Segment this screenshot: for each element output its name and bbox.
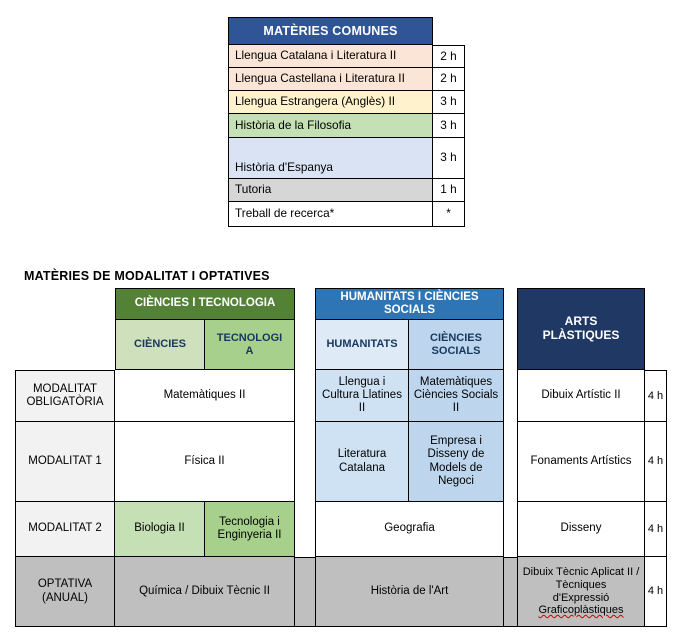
hours-cell: *	[433, 202, 465, 227]
subject-cell: Matemàtiques Ciències Socials II	[409, 370, 504, 422]
subject-cell: Llengua Estrangera (Anglès) II	[228, 91, 433, 114]
table-gap	[295, 557, 315, 627]
row-label-text: MODALITAT 2	[28, 522, 102, 535]
modalitat-table: CIÈNCIES I TECNOLOGIA HUMANITATS I CIÈNC…	[15, 288, 667, 627]
table-gap	[295, 422, 315, 502]
hours-cell: 1 h	[433, 179, 465, 202]
subject-multiline: Dibuix Tècnic Aplicat II / Tècniques d'E…	[523, 566, 640, 617]
row-label-modalitat-2: MODALITAT 2	[15, 502, 115, 557]
misspelled-word: Graficoplàstiques	[538, 604, 624, 617]
row-label-optativa-anual: OPTATIVA (ANUAL)	[15, 557, 115, 627]
subject-cell: Disseny	[517, 502, 645, 557]
section-title: MATÈRIES DE MODALITAT I OPTATIVES	[24, 269, 270, 283]
row-label-text: MODALITAT 1	[28, 454, 102, 467]
subheader-ciencies: CIÈNCIES	[115, 320, 205, 370]
subject-cell: Dibuix Tècnic Aplicat II / Tècniques d'E…	[517, 557, 645, 627]
subject-cell: Biologia II	[115, 502, 205, 557]
hours-cell: 4 h	[645, 502, 667, 557]
hours-cell: 3 h	[433, 114, 465, 138]
subject-cell: Física II	[115, 422, 295, 502]
header-humanitats-socials: HUMANITATS I CIÈNCIES SOCIALS	[315, 288, 504, 320]
subheader-ciencies-socials: CIÈNCIES SOCIALS	[409, 320, 504, 370]
subheader-tecnologia-label: TECNOLOGIA	[216, 331, 283, 357]
hours-cell: 3 h	[433, 138, 465, 179]
subject-cell: Història de la Filosofia	[228, 114, 433, 138]
comunes-table: MATÈRIES COMUNES Llengua Catalana i Lite…	[228, 17, 465, 227]
table-gap	[295, 502, 315, 557]
hours-cell: 4 h	[645, 422, 667, 502]
subheader-ciencies-socials-label: CIÈNCIES SOCIALS	[430, 331, 482, 357]
subject-line: Dibuix Tècnic Aplicat II /	[522, 566, 640, 579]
subject-line: d'Expressió	[552, 591, 610, 604]
subject-line: Graficoplàstiques	[523, 604, 640, 617]
subject-cell: Tecnologia i Enginyeria II	[205, 502, 295, 557]
hours-cell: 2 h	[433, 45, 465, 68]
subject-cell: Tutoria	[228, 179, 433, 202]
subject-cell: Dibuix Artístic II	[517, 370, 645, 422]
subject-cell: Matemàtiques II	[115, 370, 295, 422]
table-gap	[504, 557, 517, 627]
row-label-modalitat-obligatoria: MODALITAT OBLIGATÒRIA	[15, 370, 115, 422]
header-arts-plastiques: ARTS PLÀSTIQUES	[517, 288, 645, 370]
row-label-modalitat-1: MODALITAT 1	[15, 422, 115, 502]
subject-cell: Empresa i Disseny de Models de Negoci	[409, 422, 504, 502]
subject-cell: Llengua i Cultura Llatines II	[315, 370, 409, 422]
row-label-text: MODALITAT OBLIGATÒRIA	[26, 382, 104, 408]
table-gap	[504, 370, 517, 422]
comunes-header: MATÈRIES COMUNES	[228, 17, 433, 45]
subject-cell: Llengua Castellana i Literatura II	[228, 68, 433, 91]
table-gap	[504, 422, 517, 502]
subject-cell: Història d'Espanya	[228, 138, 433, 179]
subject-line: Tècniques	[555, 578, 607, 591]
header-ciencies-tecnologia: CIÈNCIES I TECNOLOGIA	[115, 288, 295, 320]
subject-cell: Geografia	[315, 502, 504, 557]
row-label-text: OPTATIVA (ANUAL)	[37, 578, 93, 604]
subject-cell: Treball de recerca*	[228, 202, 433, 227]
header-arts-label: ARTS PLÀSTIQUES	[542, 314, 620, 342]
subject-cell: Química / Dibuix Tècnic II	[115, 557, 295, 627]
hours-cell: 4 h	[645, 370, 667, 422]
hours-cell: 4 h	[645, 557, 667, 627]
hours-cell: 2 h	[433, 68, 465, 91]
hours-cell: 3 h	[433, 91, 465, 114]
subheader-humanitats: HUMANITATS	[315, 320, 409, 370]
subject-cell: Llengua Catalana i Literatura II	[228, 45, 433, 68]
table-gap	[295, 370, 315, 422]
subject-cell: Fonaments Artístics	[517, 422, 645, 502]
table-gap	[504, 502, 517, 557]
subheader-tecnologia: TECNOLOGIA	[205, 320, 295, 370]
subject-cell: Literatura Catalana	[315, 422, 409, 502]
header-humanitats-socials-label: HUMANITATS I CIÈNCIES SOCIALS	[340, 290, 479, 316]
subject-cell: Història de l'Art	[315, 557, 504, 627]
